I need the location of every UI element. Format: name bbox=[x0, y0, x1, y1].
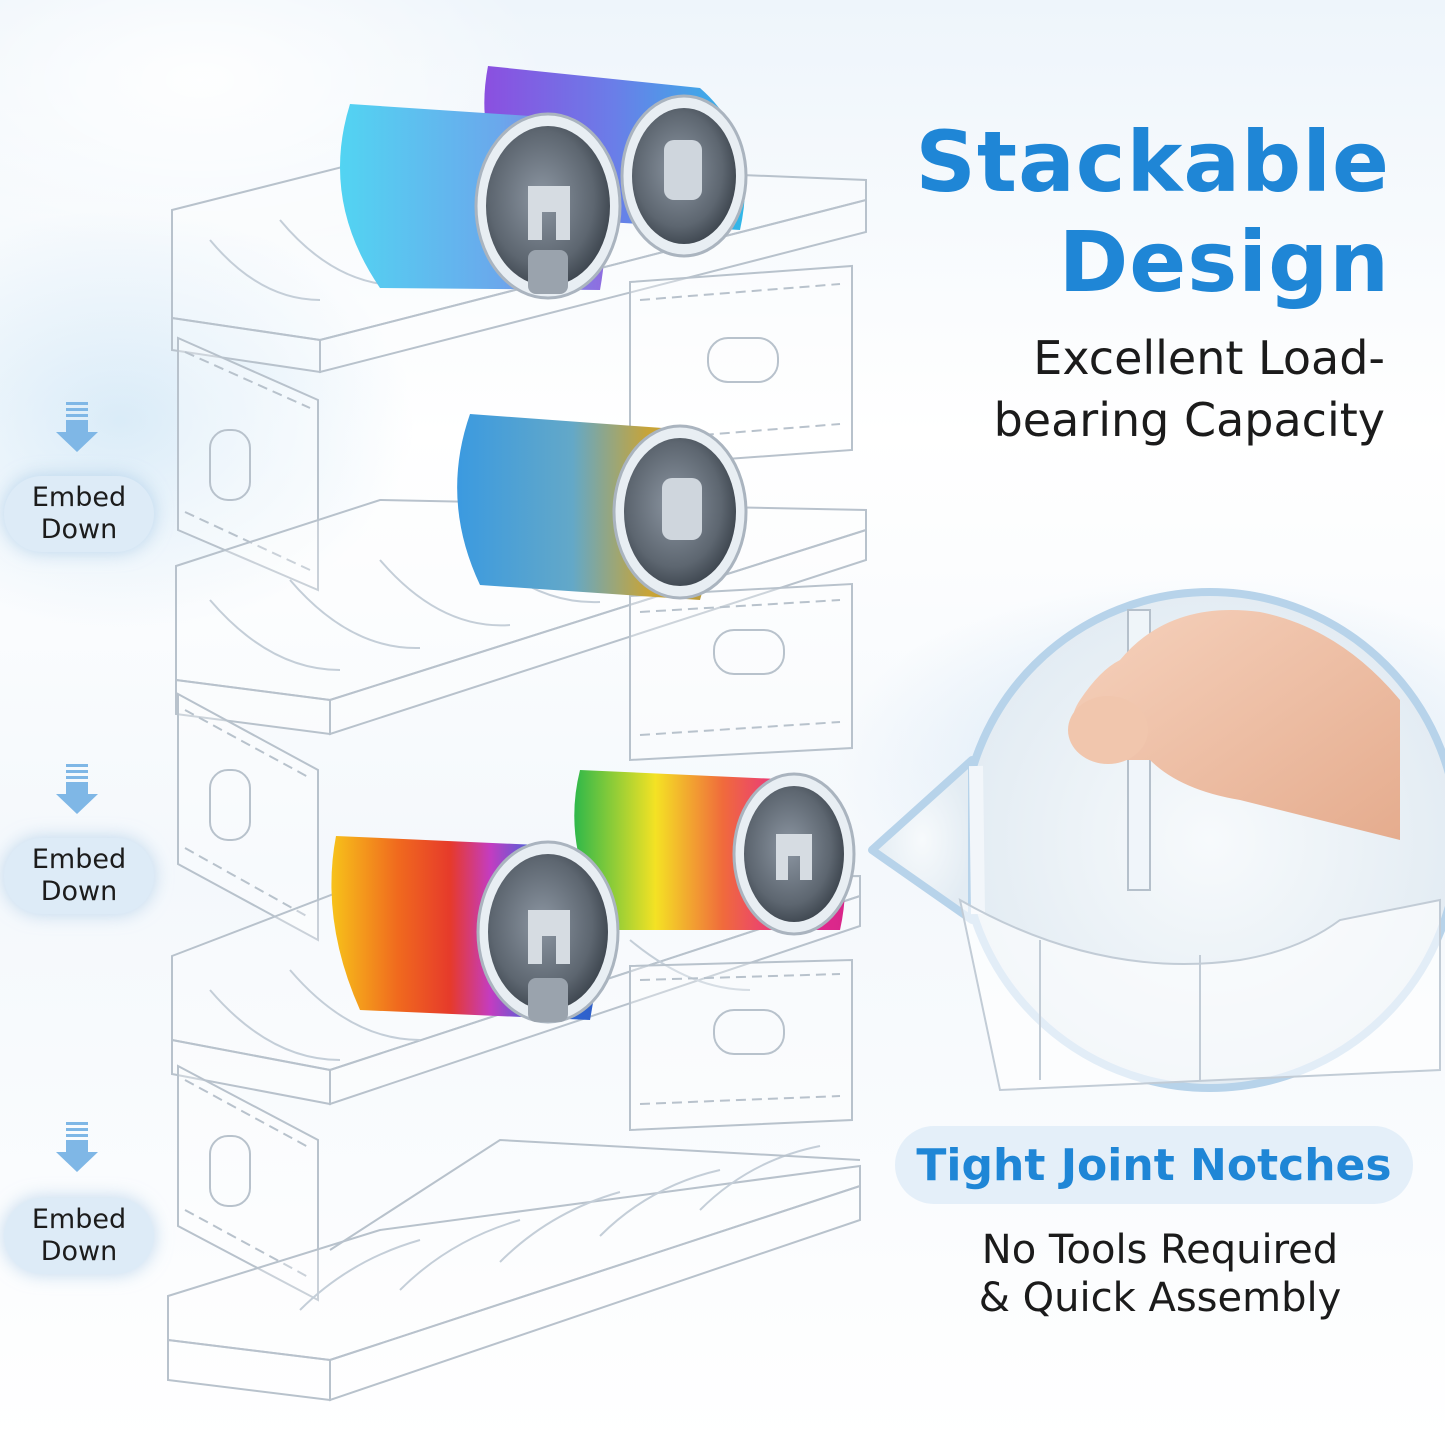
connector-panel bbox=[629, 264, 853, 468]
feature-line-1: No Tools Required bbox=[981, 1227, 1339, 1273]
tumbler-cyan bbox=[340, 104, 622, 300]
step-label-embed-down: Embed Down bbox=[4, 1198, 154, 1274]
tray-bottom bbox=[167, 1138, 861, 1402]
feature-title-badge: Tight Joint Notches bbox=[895, 1126, 1413, 1204]
feature-line-2: & Quick Assembly bbox=[978, 1275, 1342, 1321]
down-arrow-icon bbox=[56, 1122, 98, 1172]
connector-panel bbox=[629, 958, 853, 1132]
detail-zoom-circle bbox=[868, 588, 1445, 1092]
down-arrow-icon bbox=[56, 402, 98, 452]
tumbler-rainbow bbox=[331, 836, 620, 1024]
step-label-line-2: Down bbox=[40, 876, 118, 907]
subheadline-line-1: Excellent Load- bbox=[1033, 331, 1385, 385]
headline-line-1: Stackable bbox=[915, 113, 1390, 211]
down-arrow-icon bbox=[56, 764, 98, 814]
subheadline-line-2: bearing Capacity bbox=[993, 393, 1385, 447]
connector-panel bbox=[177, 692, 319, 942]
step-label-line-1: Embed bbox=[31, 482, 127, 513]
connector-panel bbox=[177, 336, 319, 592]
connector-panel bbox=[629, 582, 853, 762]
tumbler-green-pink bbox=[574, 770, 856, 936]
step-label-line-1: Embed bbox=[31, 844, 127, 875]
step-label-embed-down: Embed Down bbox=[4, 838, 154, 914]
headline-line-2: Design bbox=[1058, 213, 1390, 311]
connector-panel bbox=[177, 1064, 319, 1302]
step-label-line-2: Down bbox=[40, 514, 118, 545]
step-label-line-2: Down bbox=[40, 1236, 118, 1267]
step-label-embed-down: Embed Down bbox=[4, 476, 154, 552]
tumbler-glitter-blue-gold bbox=[457, 414, 748, 600]
step-label-line-1: Embed bbox=[31, 1204, 127, 1235]
